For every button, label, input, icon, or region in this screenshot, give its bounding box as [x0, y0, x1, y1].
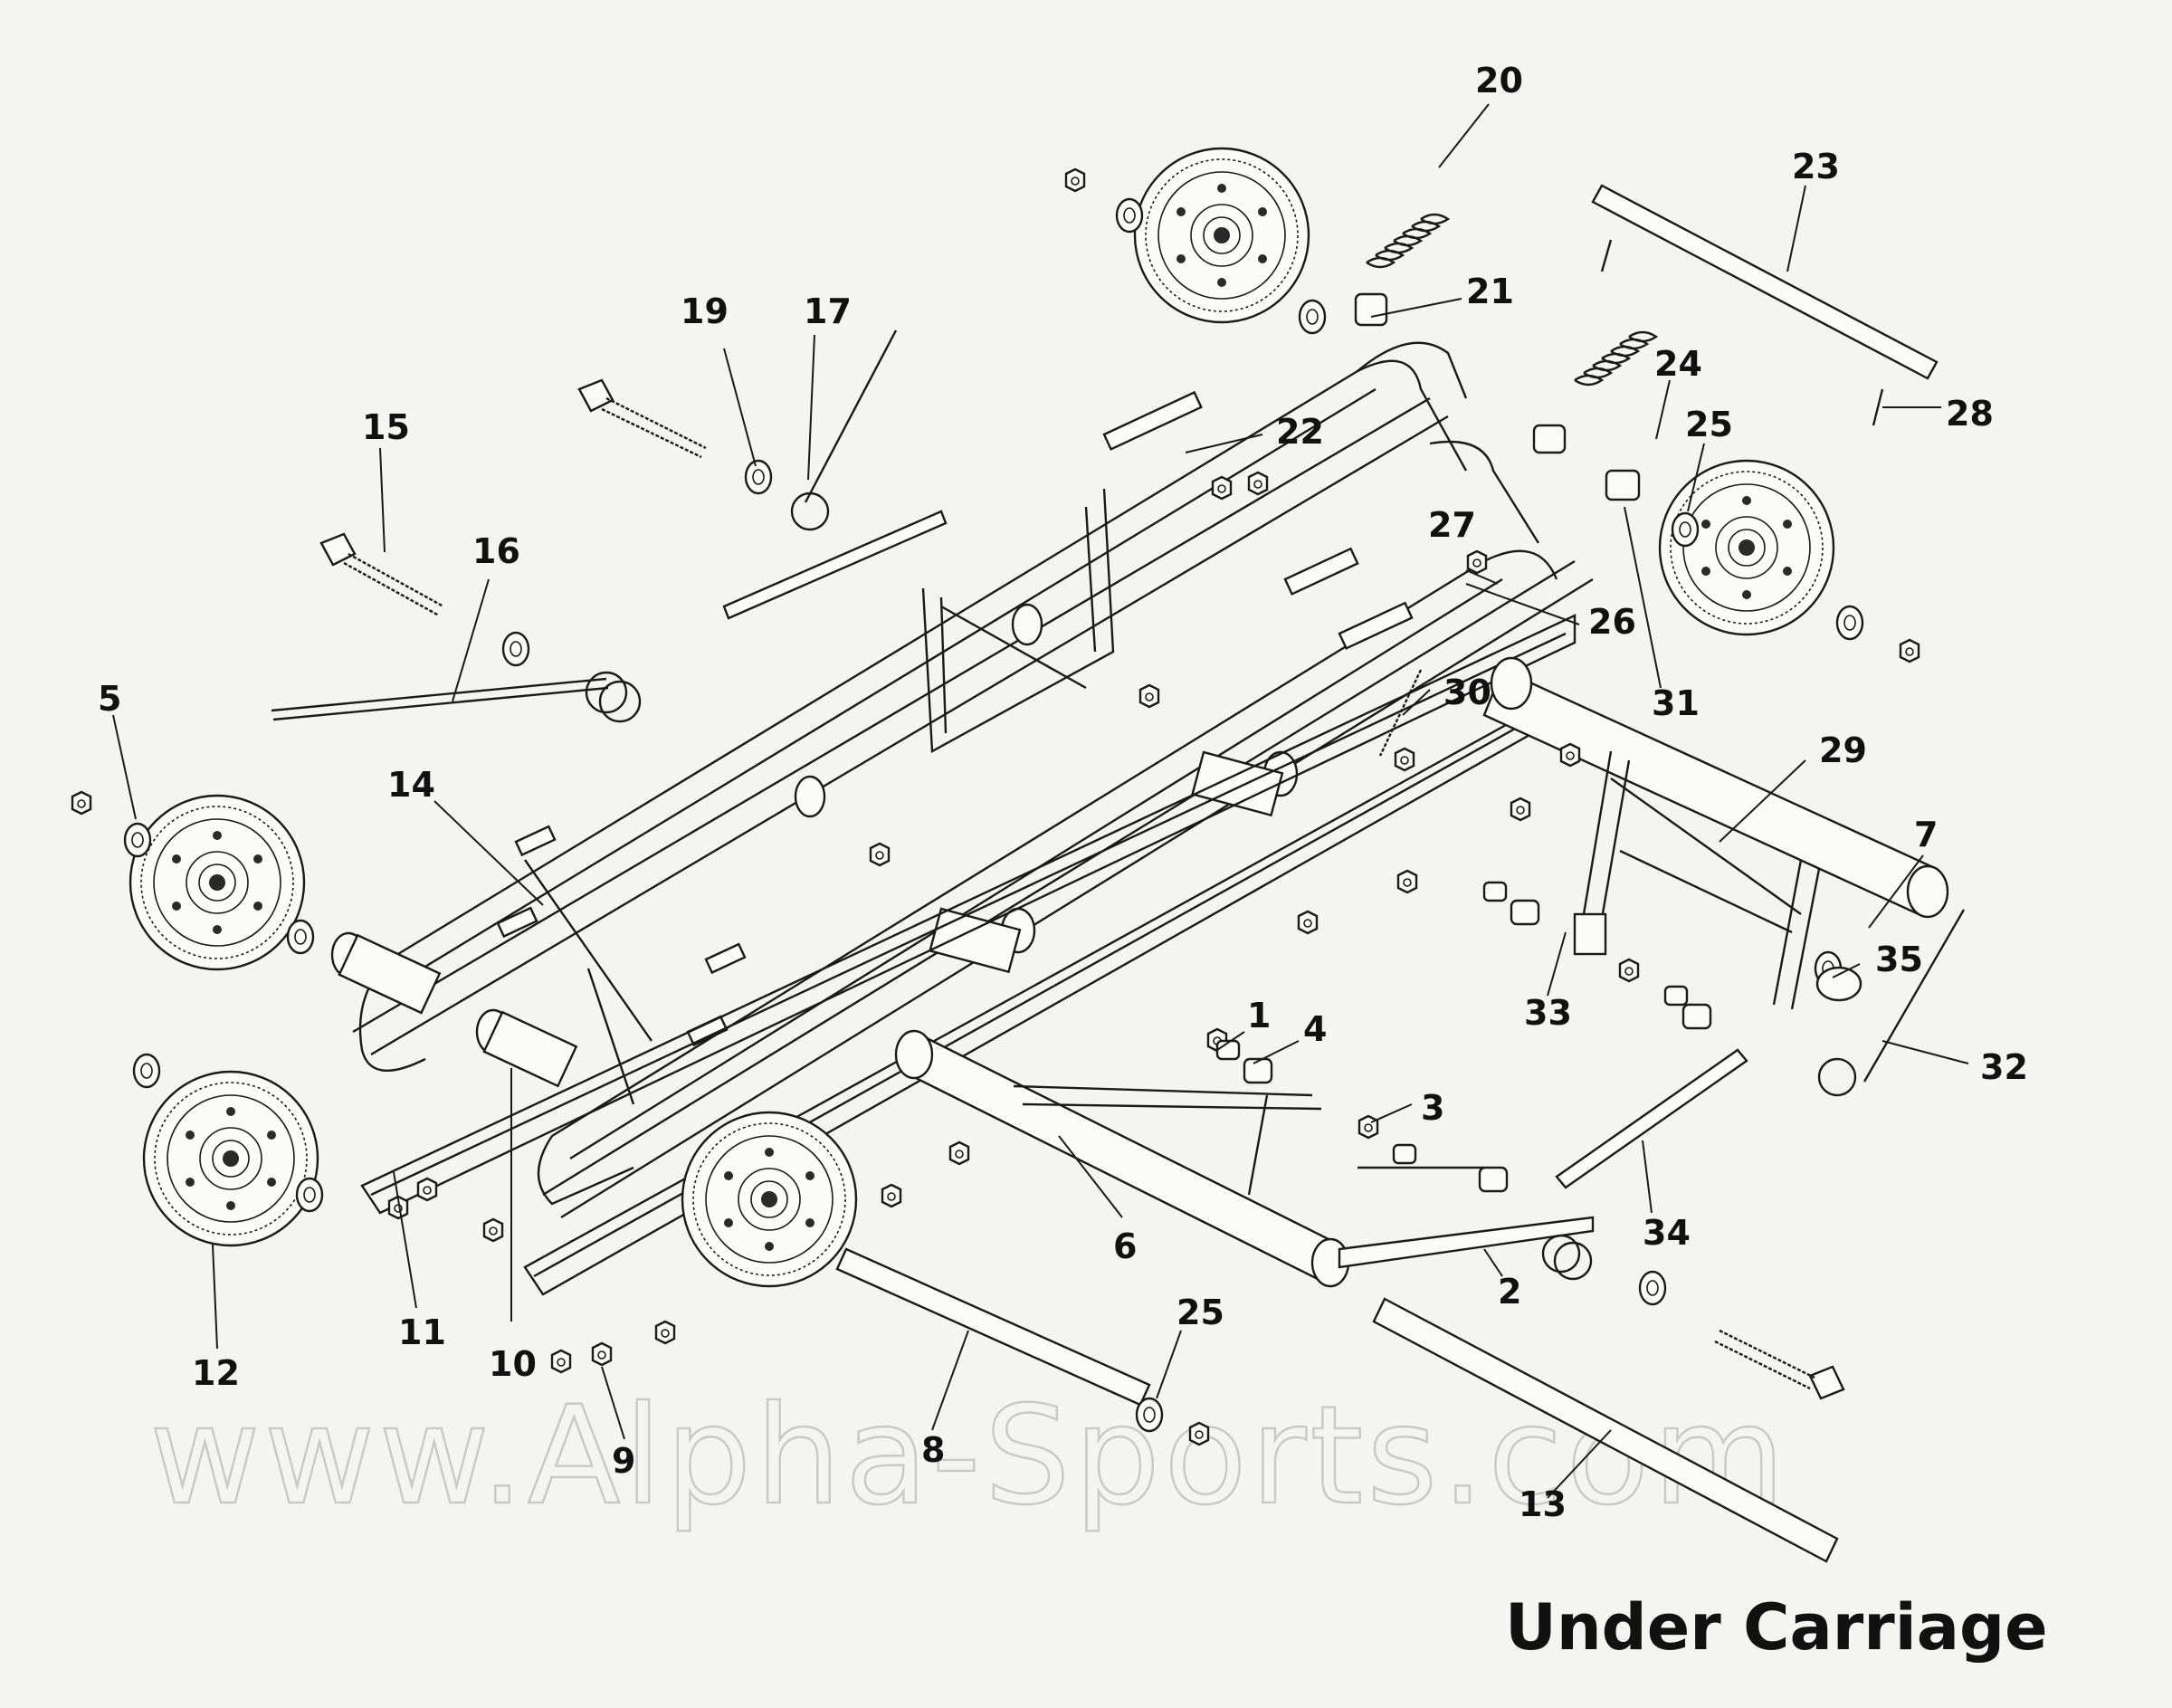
- washer: [286, 919, 315, 955]
- torsion-spring-2: [1541, 1234, 1593, 1281]
- washer: [1638, 1270, 1667, 1306]
- callout-15: 15: [362, 407, 410, 447]
- torsion-spring-32: [1817, 1057, 1857, 1097]
- callout-1: 1: [1247, 996, 1271, 1035]
- washer: [501, 631, 530, 667]
- washer: [1835, 605, 1864, 641]
- idler-wheel-rear: [1658, 459, 1835, 636]
- callout-4: 4: [1303, 1009, 1327, 1049]
- callout-13: 13: [1519, 1484, 1567, 1524]
- idler-wheel-front-lower: [142, 1070, 319, 1247]
- washer: [132, 1053, 161, 1089]
- axle-shaft-13: [1372, 1297, 1839, 1563]
- callout-6: 6: [1113, 1226, 1137, 1266]
- callout-29: 29: [1819, 730, 1867, 770]
- washer: [123, 822, 152, 858]
- callout-21: 21: [1466, 272, 1514, 311]
- callout-28: 28: [1946, 394, 1994, 434]
- washer: [744, 459, 773, 495]
- callout-22: 22: [1276, 412, 1324, 452]
- callout-16: 16: [472, 531, 520, 571]
- callout-31: 31: [1652, 683, 1700, 723]
- callout-17: 17: [804, 291, 852, 331]
- washer: [1115, 197, 1144, 234]
- washer: [1135, 1397, 1164, 1433]
- callout-34: 34: [1643, 1213, 1691, 1253]
- bushings: [1215, 292, 1862, 1193]
- nuts: [71, 167, 1920, 1446]
- spring-20: [1365, 213, 1450, 269]
- callout-20: 20: [1475, 61, 1523, 100]
- callout-30: 30: [1443, 673, 1491, 712]
- spring-upper-right: [1573, 330, 1658, 386]
- turnbuckle-34: [1555, 1048, 1748, 1189]
- callout-32: 32: [1980, 1047, 2028, 1087]
- callout-25b: 25: [1176, 1293, 1224, 1332]
- callout-25a: 25: [1685, 405, 1733, 444]
- callout-8: 8: [921, 1430, 945, 1470]
- callout-12: 12: [192, 1353, 240, 1393]
- callout-7: 7: [1914, 815, 1938, 854]
- torsion-spring-16: [585, 671, 642, 723]
- watermark: www.Alpha-Sports.com: [149, 1378, 1788, 1535]
- callout-10: 10: [489, 1344, 537, 1384]
- callout-24: 24: [1654, 344, 1702, 384]
- callout-5: 5: [98, 679, 121, 719]
- callout-33: 33: [1524, 993, 1572, 1033]
- bolts: [271, 239, 1966, 1400]
- callout-19: 19: [681, 291, 729, 331]
- idler-wheel-front-upper: [129, 794, 306, 971]
- callout-35: 35: [1875, 940, 1923, 979]
- idler-wheel-middle: [681, 1111, 858, 1288]
- idler-wheel-top: [1133, 147, 1310, 324]
- torsion-spring-17: [790, 491, 830, 531]
- axle-shaft-23: [1591, 184, 1939, 380]
- front-suspension-arm: [894, 1029, 1595, 1288]
- callout-3: 3: [1421, 1088, 1444, 1128]
- washer: [295, 1177, 324, 1213]
- callout-27: 27: [1428, 505, 1476, 545]
- callout-11: 11: [398, 1312, 446, 1352]
- callout-23: 23: [1792, 147, 1840, 186]
- turnbuckle-upper: [722, 510, 948, 620]
- leader-lines: [112, 103, 1969, 1499]
- callout-26: 26: [1588, 602, 1636, 642]
- rear-suspension-arm: [1482, 656, 1949, 1010]
- callout-14: 14: [387, 765, 435, 805]
- slide-frame: [330, 341, 1594, 1219]
- callout-labels: 1 2 3 4 5 6 7 8 9 10 11 12 13 14 15 16 1…: [98, 61, 2028, 1524]
- callout-9: 9: [612, 1441, 635, 1481]
- callout-2: 2: [1498, 1272, 1521, 1312]
- washer: [1671, 511, 1700, 548]
- washer: [1298, 299, 1327, 335]
- diagram-title: Under Carriage: [1505, 1590, 2048, 1665]
